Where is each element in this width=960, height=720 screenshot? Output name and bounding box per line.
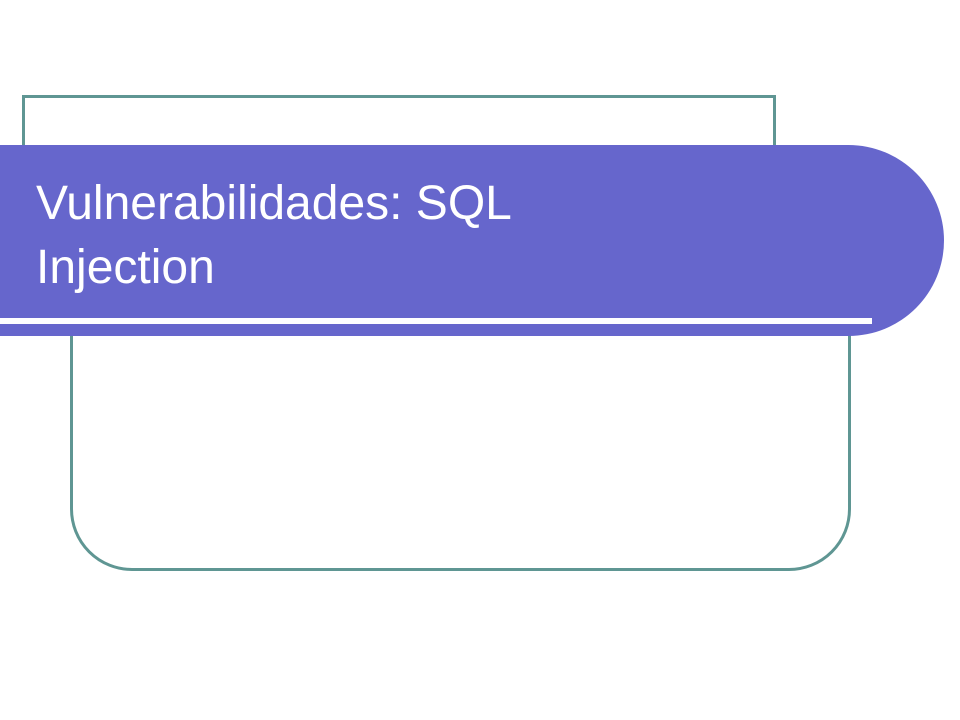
title-banner xyxy=(0,145,944,336)
slide-title-line-1: Vulnerabilidades: SQL xyxy=(36,177,512,230)
title-underline-rule xyxy=(0,318,872,324)
slide-title-line-2: Injection xyxy=(36,241,215,294)
slide-title: Vulnerabilidades: SQL Injection xyxy=(36,172,836,300)
